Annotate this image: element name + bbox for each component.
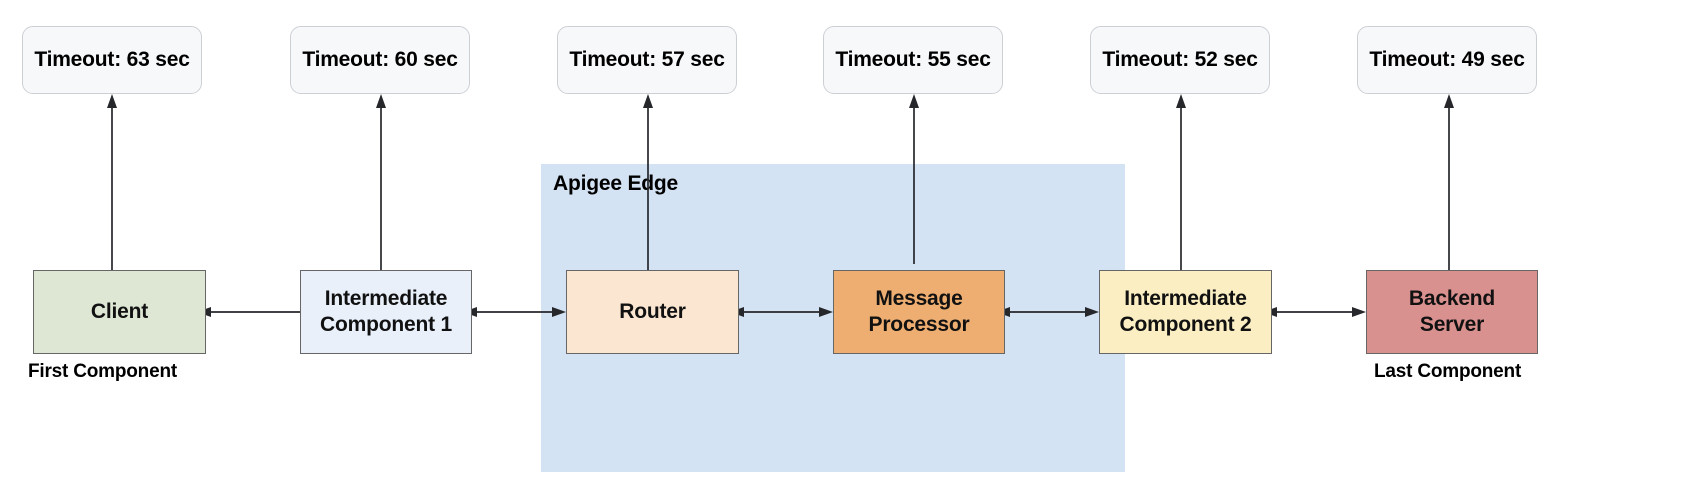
timeout-box-backend-server: Timeout: 49 sec [1357,26,1537,94]
timeout-label-intermediate-component-2: Timeout: 52 sec [1102,48,1258,71]
node-label-intermediate-component-2: Intermediate Component 2 [1120,286,1252,337]
node-label-line2: Server [1419,313,1485,336]
node-label-line1: Backend [1408,287,1496,311]
node-intermediate-component-1[interactable]: Intermediate Component 1 [300,270,472,354]
timeout-label-message-processor: Timeout: 55 sec [835,48,991,71]
node-intermediate-component-2[interactable]: Intermediate Component 2 [1099,270,1272,354]
node-router[interactable]: Router [566,270,739,354]
timeout-box-client: Timeout: 63 sec [22,26,202,94]
timeout-box-message-processor: Timeout: 55 sec [823,26,1003,94]
timeout-label-backend-server: Timeout: 49 sec [1369,48,1525,71]
caption-last-component: Last Component [1374,361,1522,382]
node-backend-server[interactable]: Backend Server [1366,270,1538,354]
node-client[interactable]: Client [33,270,206,354]
node-label-line1: Message [875,287,963,311]
node-label-client: Client [90,300,149,324]
timeout-label-intermediate-component-1: Timeout: 60 sec [302,48,458,71]
node-label-line2: Processor [868,313,970,336]
apigee-edge-label: Apigee Edge [553,172,678,195]
caption-first-component: First Component [28,361,177,382]
node-label-line2: Component 1 [320,313,452,336]
node-label-line1: Intermediate [324,287,448,311]
node-label-backend-server: Backend Server [1409,286,1495,337]
node-label-line1: Intermediate [1124,287,1247,311]
node-label-line2: Component 2 [1119,313,1252,336]
node-label-router: Router [619,300,686,324]
timeout-label-client: Timeout: 63 sec [34,48,190,71]
timeout-box-intermediate-component-2: Timeout: 52 sec [1090,26,1270,94]
node-label-intermediate-component-1: Intermediate Component 1 [320,286,452,337]
timeout-box-intermediate-component-1: Timeout: 60 sec [290,26,470,94]
timeout-box-router: Timeout: 57 sec [557,26,737,94]
timeout-label-router: Timeout: 57 sec [569,48,725,71]
node-label-message-processor: Message Processor [869,286,970,337]
node-message-processor[interactable]: Message Processor [833,270,1005,354]
